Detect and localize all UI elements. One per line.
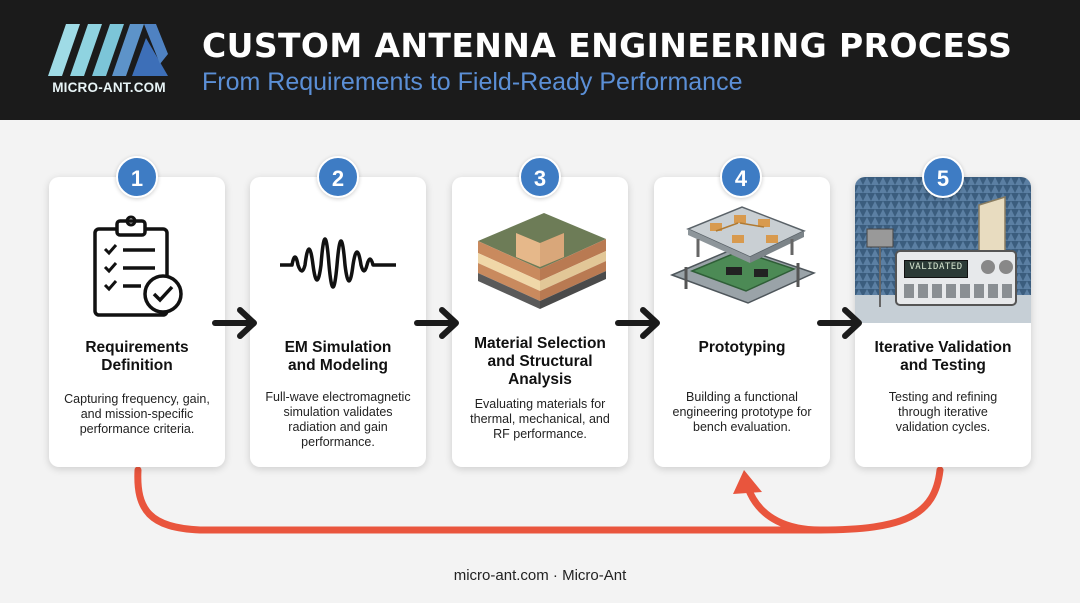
step-card-2: EM Simulation and Modeling Full-wave ele… <box>250 177 426 467</box>
step-description: Full-wave electromagnetic simulation val… <box>265 390 411 449</box>
step-card-4: Prototyping Building a functional engine… <box>654 177 830 467</box>
stylized-ma-logo-icon <box>48 24 168 76</box>
step-description: Evaluating materials for thermal, mechan… <box>470 397 610 441</box>
step-card-1: Requirements Definition Capturing freque… <box>49 177 225 467</box>
step-description: Capturing frequency, gain, and mission-s… <box>64 392 210 436</box>
material-layers-icon <box>478 213 606 309</box>
icon-area <box>452 177 628 325</box>
instrument-screen-text: VALIDATED <box>909 262 963 272</box>
instrument-screen <box>904 260 968 278</box>
header-banner: MICRO-ANT.COM CUSTOM ANTENNA ENGINEERING… <box>0 0 1080 120</box>
next-step-arrow <box>817 307 862 339</box>
step-title: Material Selection and Structural Analys… <box>474 335 606 388</box>
step-title: EM Simulation and Modeling <box>284 339 392 374</box>
page-title: CUSTOM ANTENNA ENGINEERING PROCESS <box>202 26 1013 65</box>
step-number-badge-3: 3 <box>519 156 561 198</box>
test-instrument: VALIDATED <box>895 250 1017 306</box>
icon-area <box>654 177 830 325</box>
step-number-badge-4: 4 <box>720 156 762 198</box>
step-card-3: Material Selection and Structural Analys… <box>452 177 628 467</box>
instrument-buttons <box>904 284 1012 298</box>
step-description: Testing and refining through iterative v… <box>888 390 998 434</box>
step-number-badge-2: 2 <box>317 156 359 198</box>
instrument-knob <box>999 260 1013 274</box>
logo: MICRO-ANT.COM <box>44 18 174 104</box>
icon-area <box>250 177 426 325</box>
page-subtitle: From Requirements to Field-Ready Perform… <box>202 68 743 96</box>
logo-text: MICRO-ANT.COM <box>52 80 166 95</box>
clipboard-checklist-icon <box>93 215 183 317</box>
footer-credit: micro-ant.com · Micro-Ant <box>453 567 627 584</box>
next-step-arrow <box>615 307 660 339</box>
step-number-badge-5: 5 <box>922 156 964 198</box>
step-title: Prototyping <box>698 339 786 356</box>
step-card-5: Iterative Validation and Testing Testing… <box>855 177 1031 467</box>
icon-area <box>49 177 225 325</box>
step-title: Iterative Validation and Testing <box>874 339 1012 374</box>
next-step-arrow <box>414 307 459 339</box>
step-title: Requirements Definition <box>85 339 189 374</box>
instrument-knob <box>981 260 995 274</box>
step-description: Building a functional engineering protot… <box>672 390 812 434</box>
waveform-icon <box>280 237 396 289</box>
next-step-arrow <box>212 307 257 339</box>
step-number-badge-1: 1 <box>116 156 158 198</box>
circuit-board-prototype-icon <box>669 206 817 304</box>
